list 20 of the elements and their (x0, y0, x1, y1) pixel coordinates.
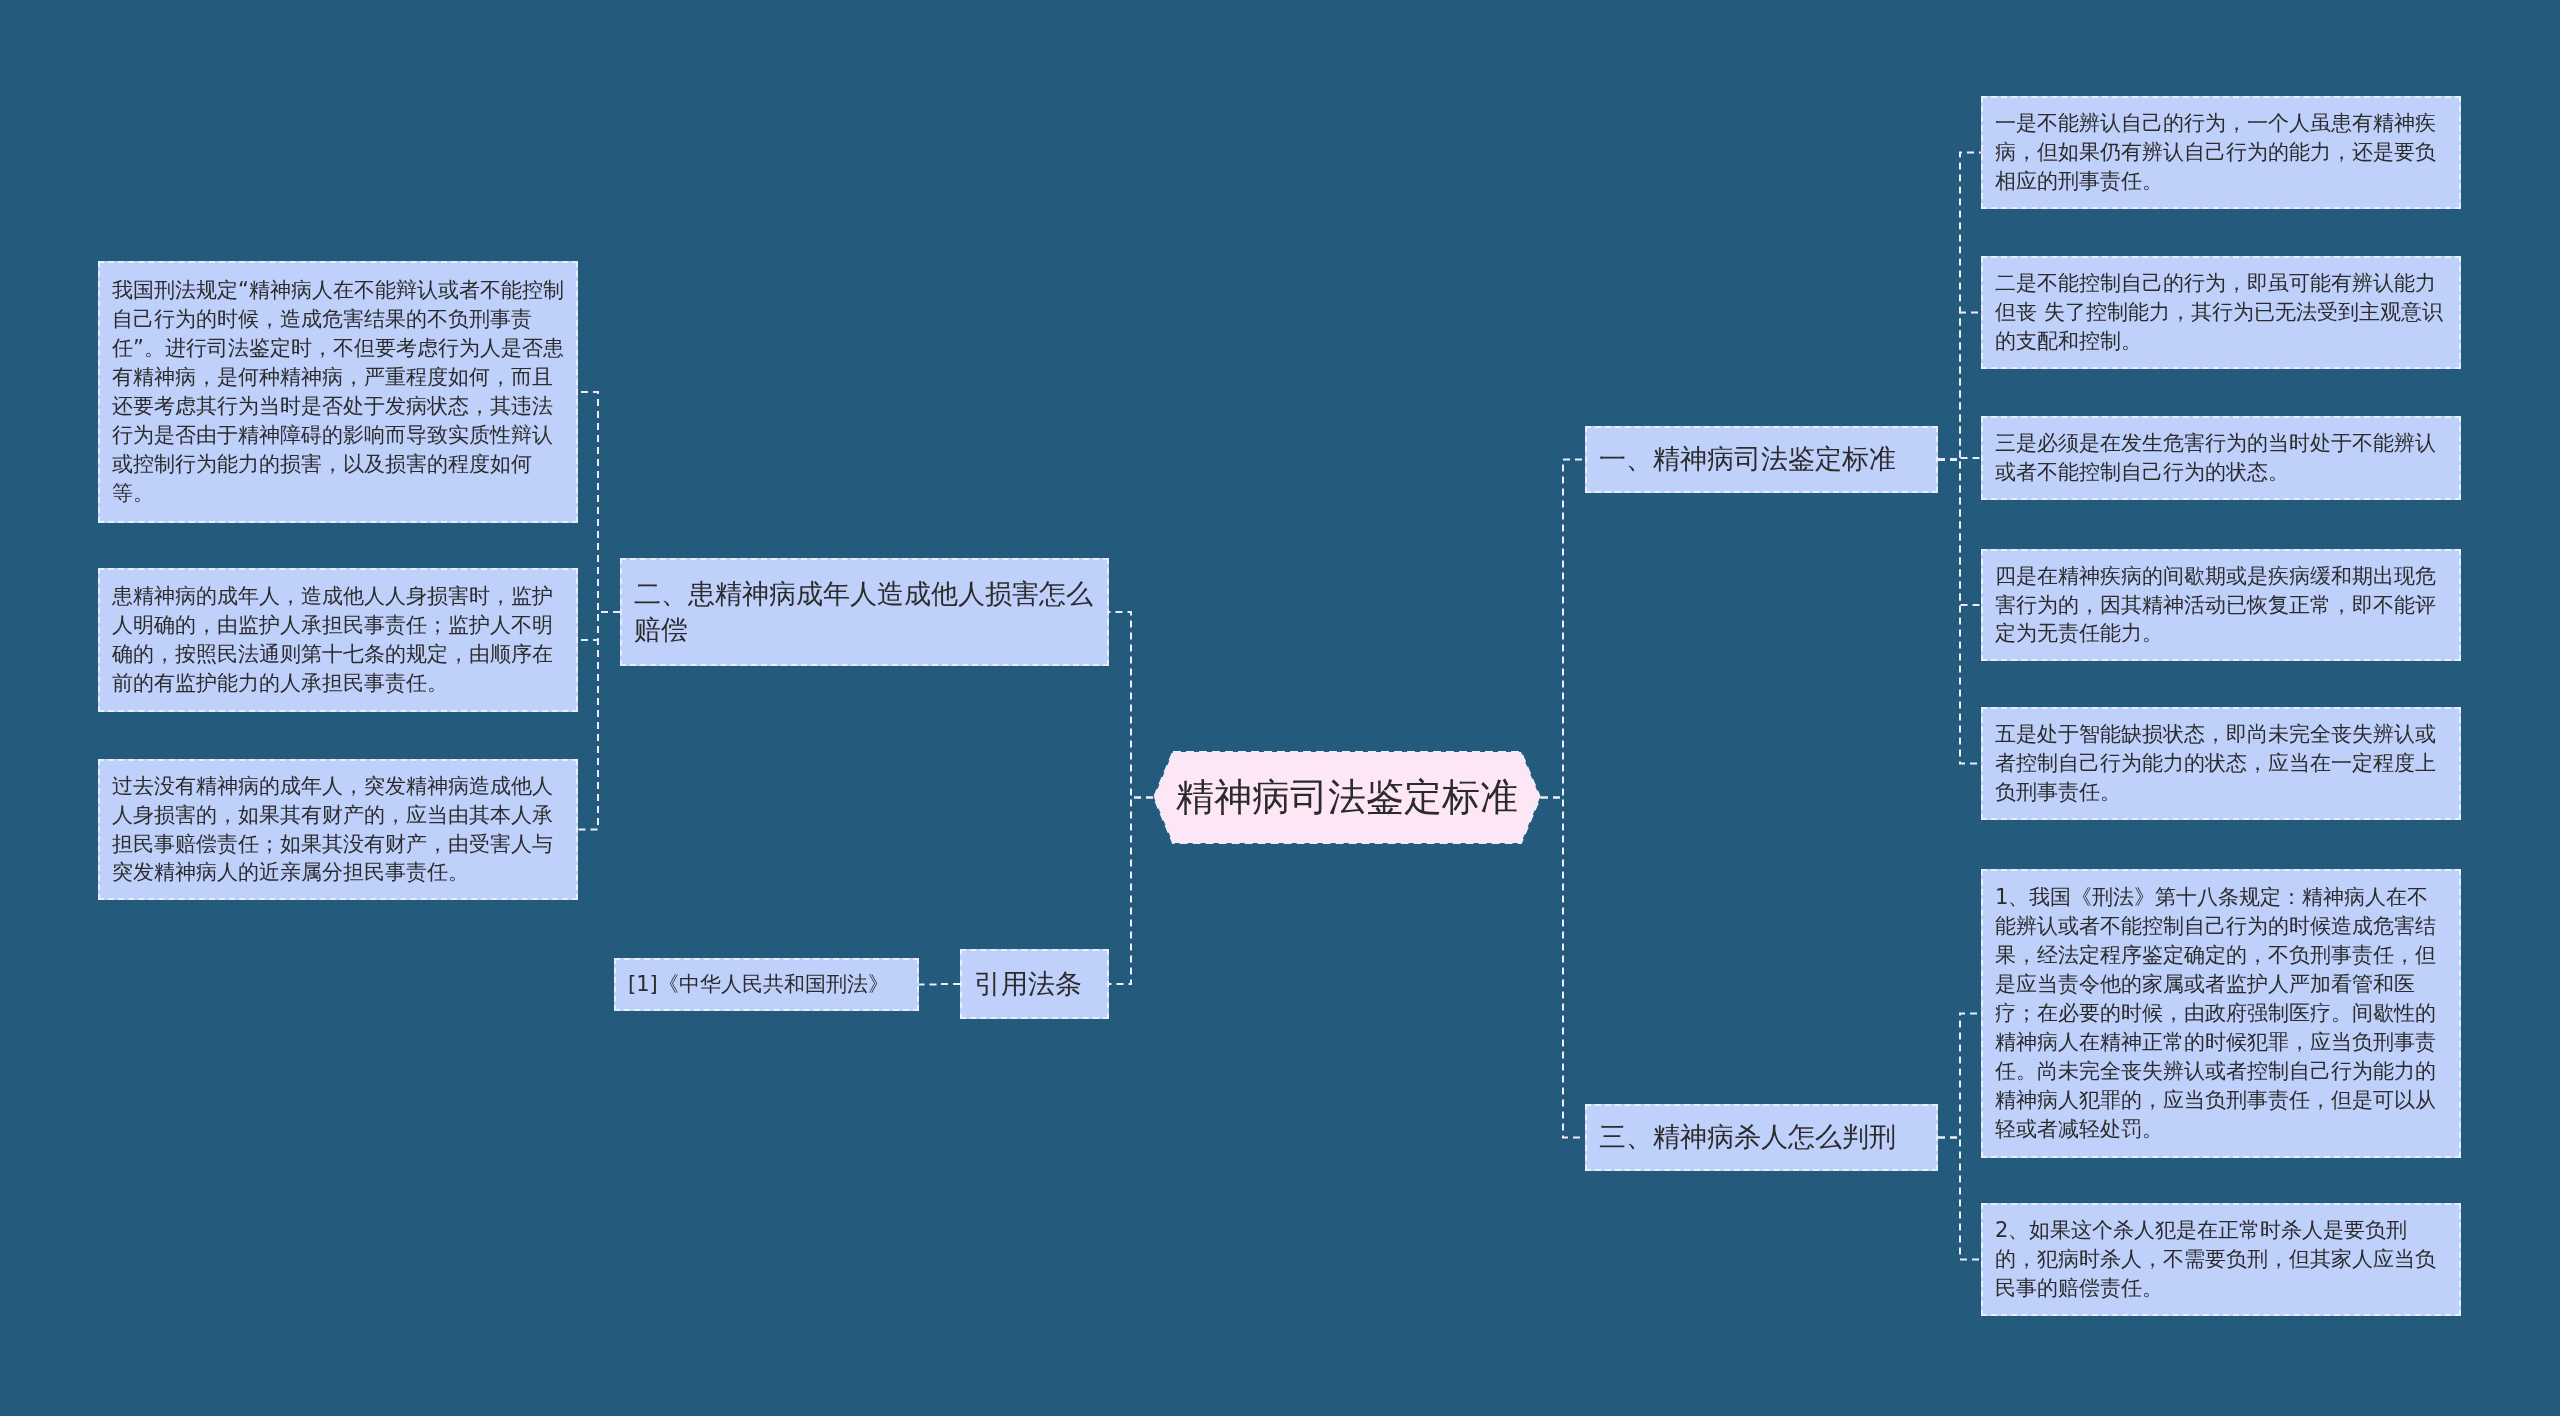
note-box: 患精神病的成年人，造成他人人身损害时，监护人明确的，由监护人承担民事责任；监护人不明确的，按照民法通则第十七条的规定，由顺序在前的有监护能力的人承担民事责任。 (98, 568, 578, 712)
note-box: 一是不能辨认自己的行为，一个人虽患有精神疾病，但如果仍有辨认自己行为的能力，还是要负相应的刑事责任。 (1981, 96, 2461, 209)
connector-line (1108, 796, 1154, 985)
note-box: 四是在精神疾病的间歇期或是疾病缓和期出现危害行为的，因其精神活动已恢复正常，即不能评定为无责任能力。 (1981, 549, 2461, 661)
note-box: 三是必须是在发生危害行为的当时处于不能辨认或者不能控制自己行为的状态。 (1981, 416, 2461, 500)
note-box: 五是处于智能缺损状态，即尚未完全丧失辨认或者控制自己行为能力的状态，应当在一定程度上负刑事责任。 (1981, 707, 2461, 820)
topic-text: 精神病司法鉴定标准 (1176, 774, 1518, 821)
connector-line (577, 611, 621, 831)
note-box: 我国刑法规定“精神病人在不能辩认或者不能控制自己行为的时候，造成危害结果的不负刑事责任”。进行司法鉴定时，不但要考虑行为人是否患有精神病，是何种精神病，严重程度如何，而且还要考虑其行为当时是否处于发病状态，其违法行为是否由于精神障碍的影响而导致实质性辩认或控制行为能力的损害，以及损害的程度如何等。 (98, 261, 578, 523)
note-box: 1、我国《刑法》第十八条规定：精神病人在不能辨认或者不能控制自己行为的时候造成危害结果，经法定程序鉴定确定的，不负刑事责任，但是应当责令他的家属或者监护人严加看管和医疗；在必要的时候，由政府强制医疗。间歇性的精神病人在精神正常的时候犯罪，应当负刑事责任。尚未完全丧失辨认或者控制自己行为能力的精神病人犯罪的，应当负刑事责任，但是可以从轻或者减轻处罚。 (1981, 869, 2461, 1158)
topic-box: 二、患精神病成年人造成他人损害怎么赔偿 (620, 558, 1109, 666)
connector-line (918, 983, 961, 986)
topic-box: 三、精神病杀人怎么判刑 (1585, 1104, 1938, 1171)
note-box: 2、如果这个杀人犯是在正常时杀人是要负刑的，犯病时杀人，不需要负刑，但其家人应当负民事的赔偿责任。 (1981, 1203, 2461, 1316)
topic-box: 引用法条 (960, 949, 1109, 1019)
note-box: 二是不能控制自己的行为，即虽可能有辨认能力但丧 失了控制能力，其行为已无法受到主观意识的支配和控制。 (1981, 256, 2461, 369)
connector-line (1937, 1136, 1982, 1261)
note-box: 过去没有精神病的成年人，突发精神病造成他人人身损害的，如果其有财产的，应当由其本人承担民事赔偿责任；如果其没有财产，由受害人与突发精神病人的近亲属分担民事责任。 (98, 759, 578, 900)
note-box: [1]《中华人民共和国刑法》 (614, 958, 919, 1011)
topic-box: 一、精神病司法鉴定标准 (1585, 426, 1938, 493)
